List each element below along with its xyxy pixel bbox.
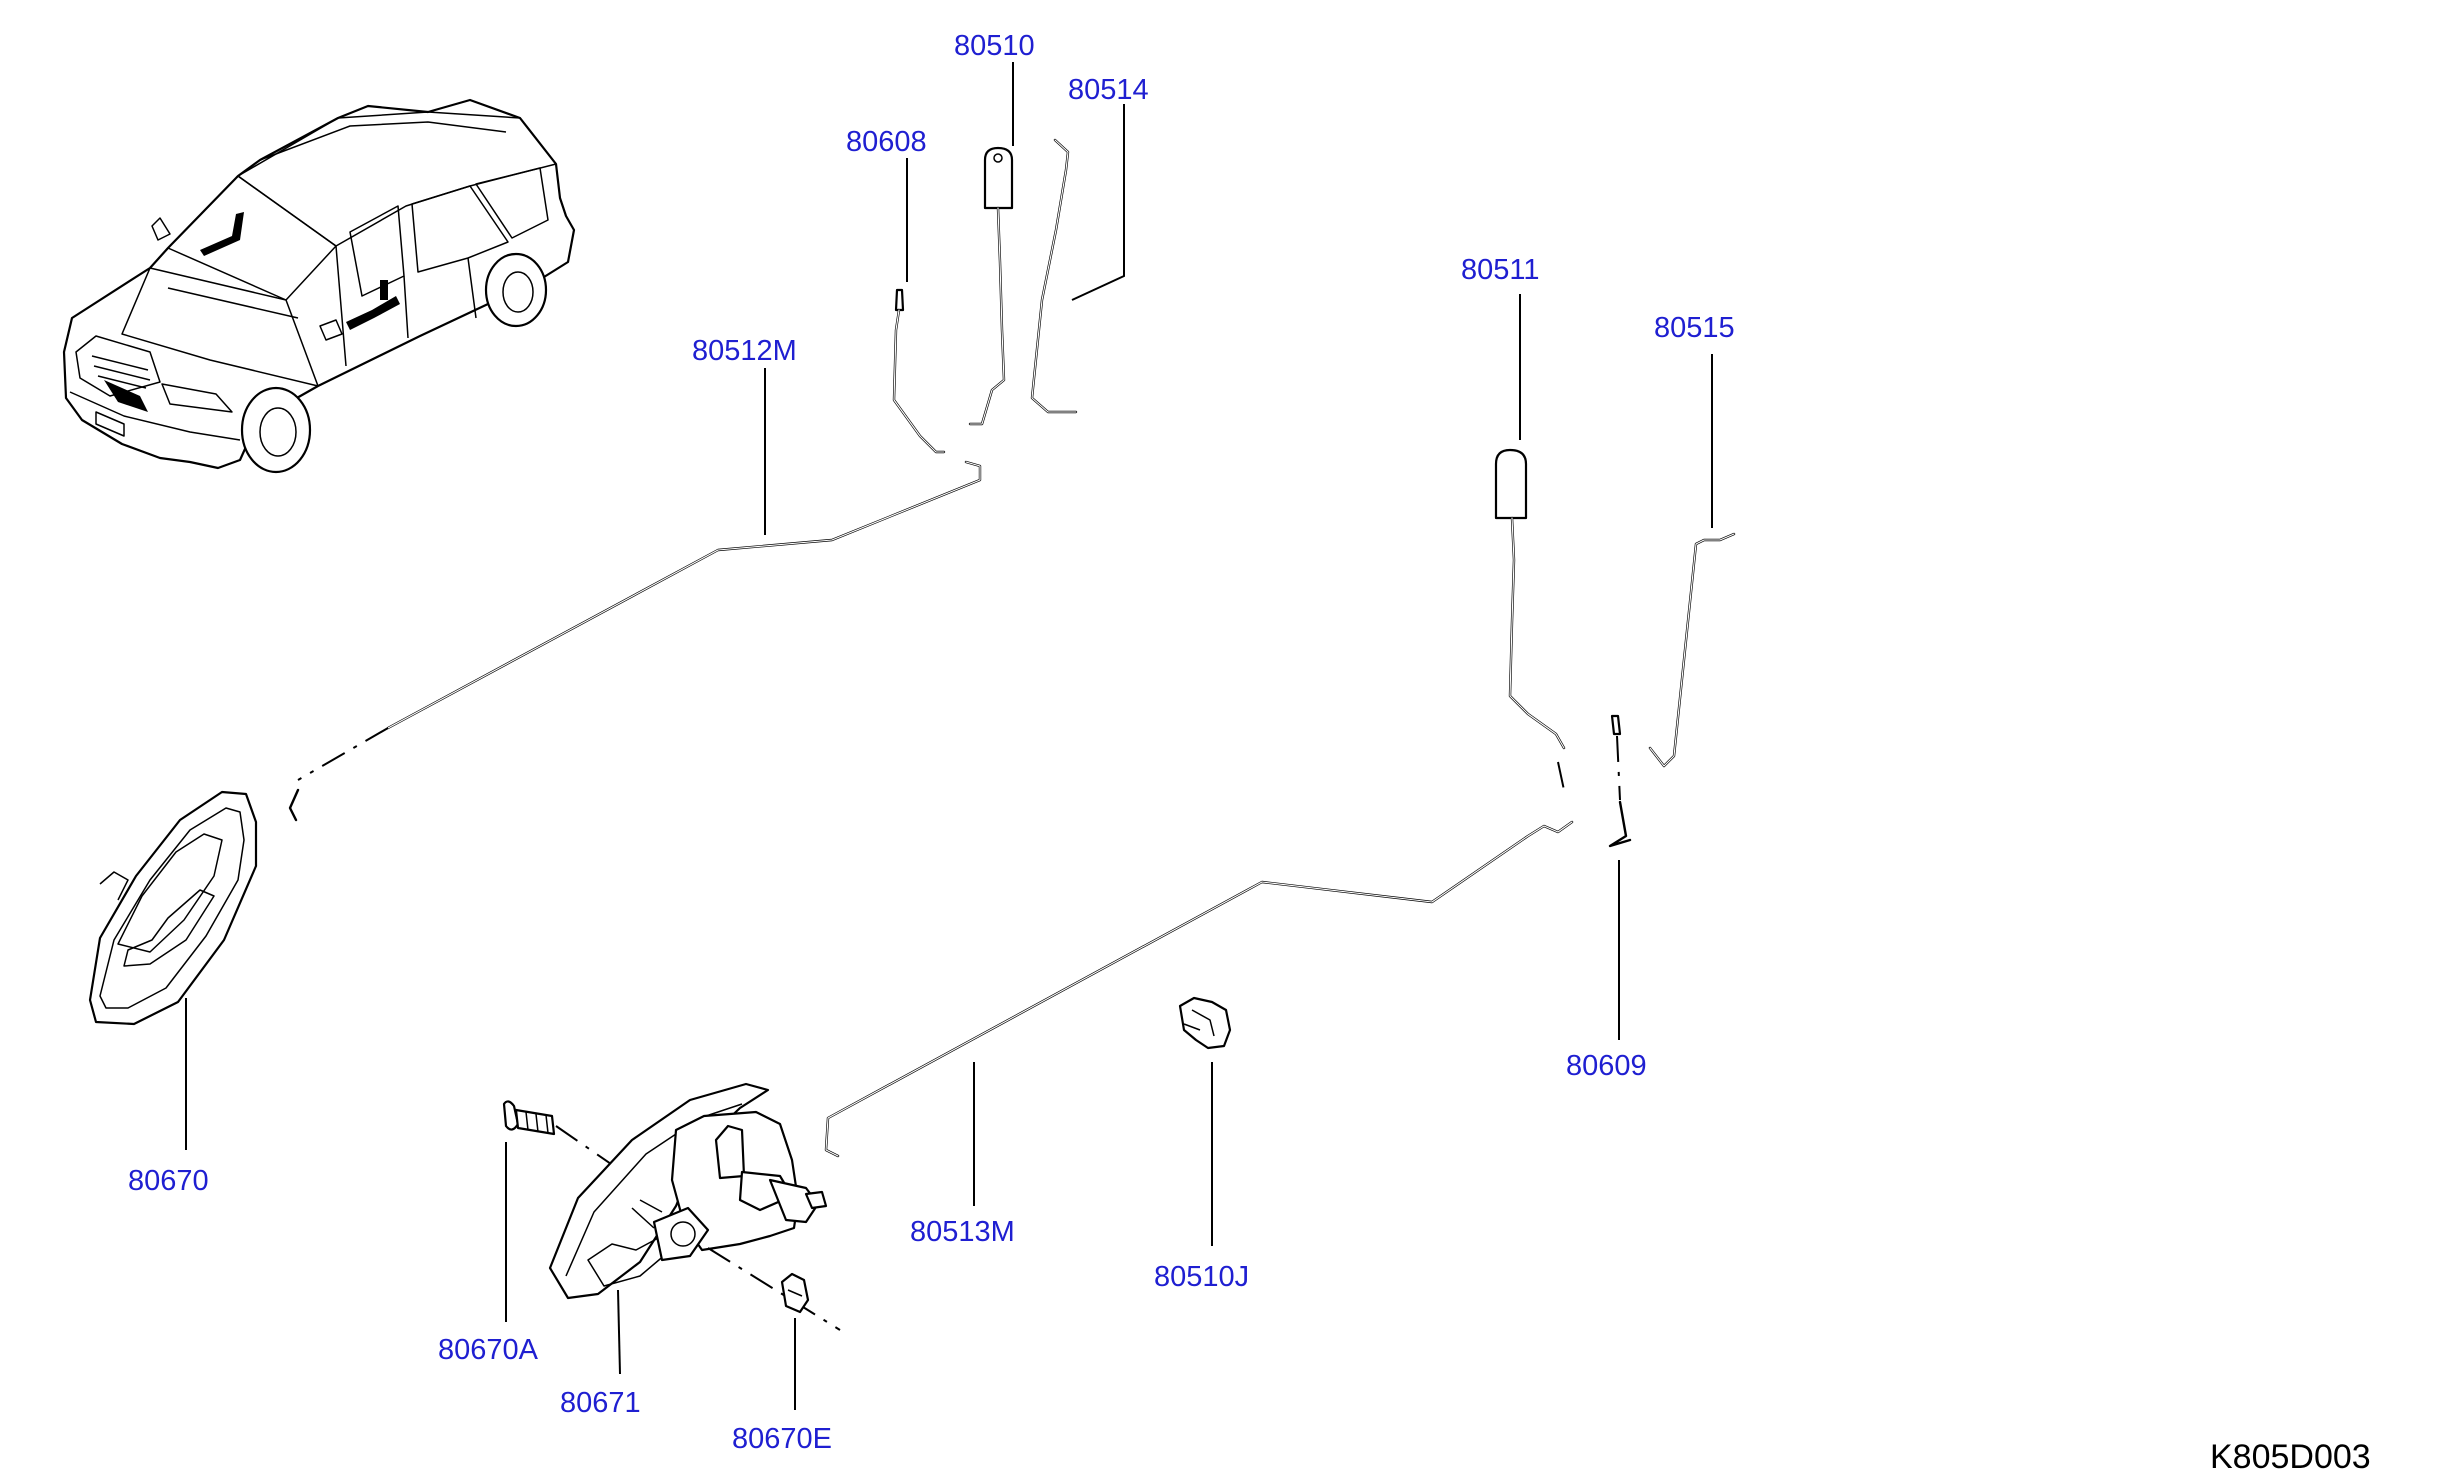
label-80510: 80510 [954,30,1035,62]
label-80515: 80515 [1654,312,1735,344]
part-80510-front-lock-knob-rod [968,146,1014,426]
part-80670E-clip [780,1272,810,1314]
part-80608-clip-rod [892,288,946,454]
label-80670E: 80670E [732,1423,832,1455]
label-80511: 80511 [1461,254,1540,286]
part-80514-rod [1030,138,1078,414]
leader-80514 [1071,104,1125,301]
leader-lines [185,62,1713,1410]
label-80609: 80609 [1566,1050,1647,1082]
label-80670A: 80670A [438,1334,539,1366]
part-80513M-long-rod [824,820,1574,1158]
part-80671-inside-handle-assembly [548,1082,841,1331]
part-80670-inside-handle-bezel [88,790,258,1026]
part-80511-rear-lock-knob-rod [1494,448,1566,791]
part-80609-clip-rod [1608,714,1632,848]
part-labels: 80510 80514 80608 80512M 80511 80515 806… [128,30,1735,1455]
diagram-code: K805D003 [2210,1438,2371,1476]
leader-80671 [617,1289,621,1375]
part-80670A-screw [502,1100,641,1185]
label-80510J: 80510J [1154,1261,1249,1293]
part-80512M-long-rod [288,460,982,822]
label-80514: 80514 [1068,74,1149,106]
label-80670: 80670 [128,1165,209,1197]
label-80608: 80608 [846,126,927,158]
car-locator-illustration [62,98,576,474]
label-80512M: 80512M [692,335,797,367]
label-80671: 80671 [560,1387,641,1419]
part-80515-rod [1648,532,1736,768]
part-80510J-clip [1178,996,1232,1050]
label-80513M: 80513M [910,1216,1015,1248]
